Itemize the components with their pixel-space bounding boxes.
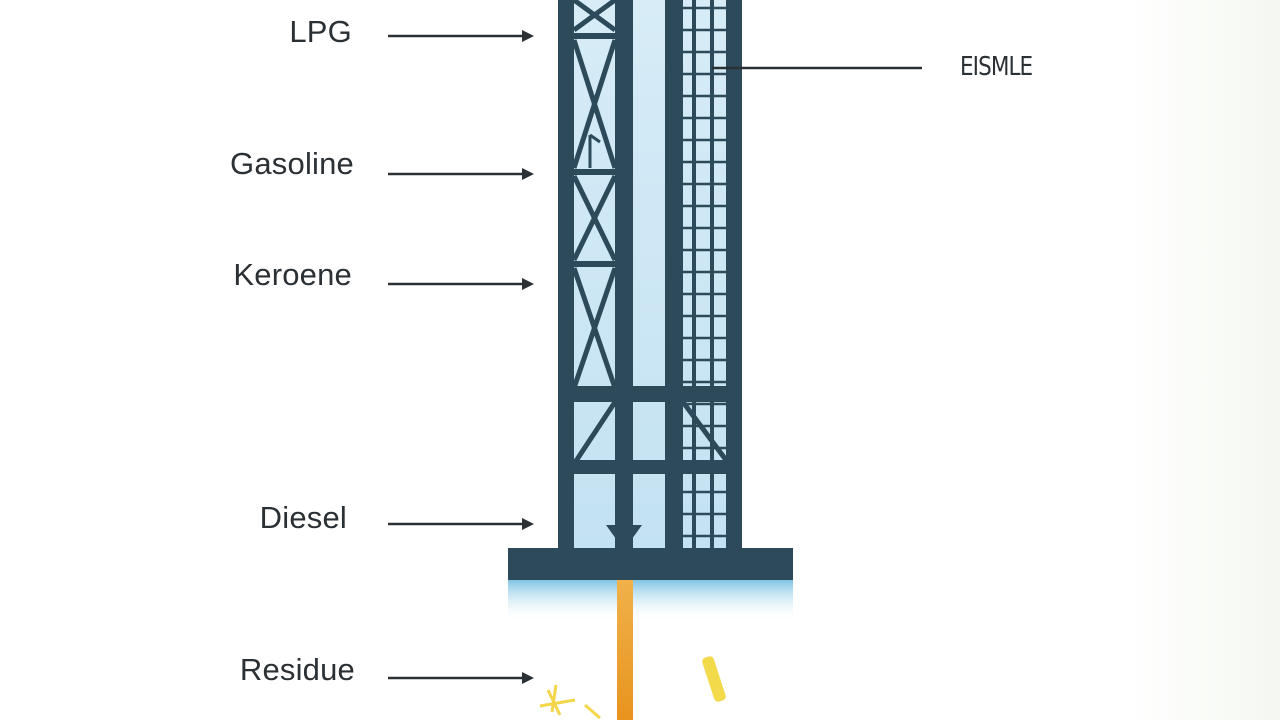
spark-stick — [702, 656, 726, 702]
base-platform — [508, 548, 793, 580]
arrow-gasoline — [388, 168, 534, 180]
cross-beams — [558, 386, 742, 474]
label-diesel: Diesel — [259, 500, 347, 535]
sparks — [539, 684, 601, 720]
label-kerosene: Keroene — [233, 257, 352, 292]
label-gasoline: Gasoline — [230, 146, 354, 181]
feed-pipe — [617, 578, 633, 720]
label-lpg: LPG — [289, 14, 352, 49]
arrow-diesel — [388, 518, 534, 530]
arrow-kerosene — [388, 278, 534, 290]
arrow-residue — [388, 672, 534, 684]
right-frame — [665, 0, 742, 548]
label-arrows — [388, 30, 534, 684]
center-arrow — [606, 402, 642, 550]
arrow-lpg — [388, 30, 534, 42]
base-glow — [508, 580, 793, 622]
label-side: EISMLE — [960, 52, 1033, 82]
label-residue: Residue — [239, 652, 355, 687]
